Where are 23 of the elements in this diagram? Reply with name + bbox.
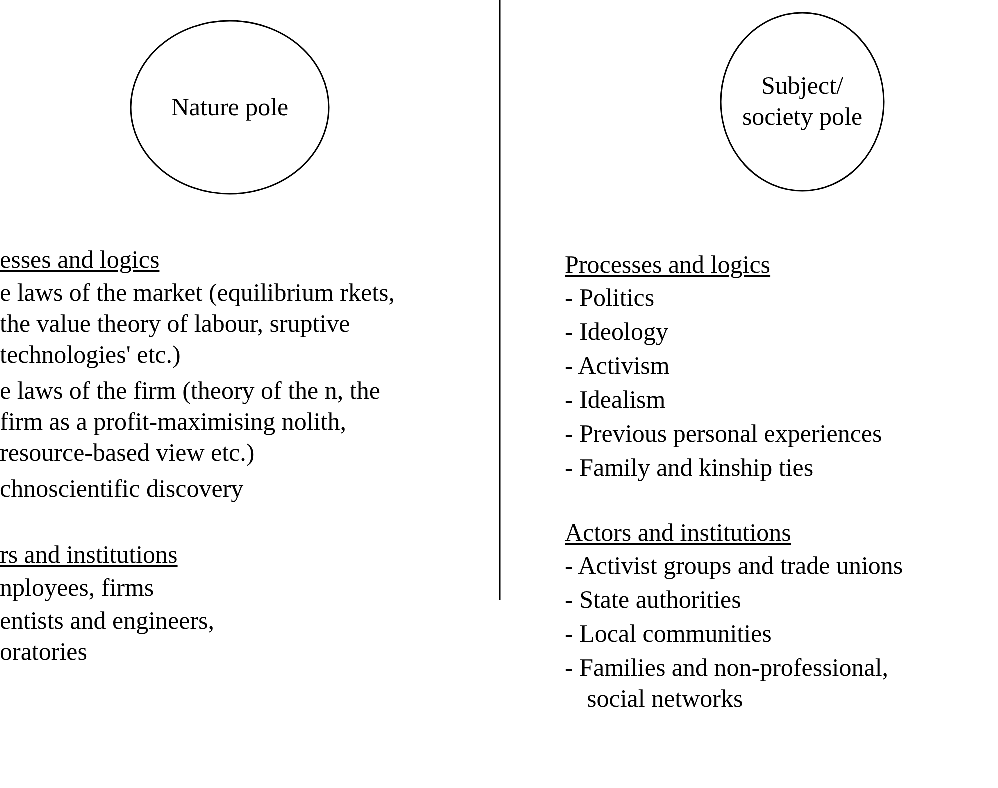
list-item: - Activist groups and trade unions: [565, 552, 904, 582]
list-item: - Politics: [565, 284, 656, 314]
list-item: nployees, firms: [0, 574, 156, 604]
list-item: - Local communities: [565, 620, 773, 650]
pole-circle: [720, 12, 885, 192]
section-heading: Actors and institutions: [565, 519, 792, 549]
list-item: - Activism: [565, 352, 671, 382]
section-heading: rs and institutions: [0, 541, 179, 571]
section-heading: Processes and logics: [565, 251, 772, 281]
list-item: chnoscientific discovery: [0, 475, 245, 505]
list-item: - Families and non-professional, social networks: [565, 654, 890, 715]
pole-circle: [130, 20, 330, 195]
list-item: - Ideology: [565, 318, 670, 348]
list-item: - Previous personal experiences: [565, 420, 884, 450]
list-item: e laws of the firm (theory of the n, the firm as a profit-maximising nolith, resource-based view etc.): [0, 377, 382, 469]
list-item: - State authorities: [565, 586, 742, 616]
section-heading: esses and logics: [0, 246, 161, 276]
list-item: e laws of the market (equilibrium rkets, the value theory of labour, sruptive technologies' etc.): [0, 279, 396, 371]
pole-label: Subject/ society pole: [742, 72, 863, 133]
pole-label: Nature pole: [170, 93, 290, 123]
list-item: entists and engineers, oratories: [0, 607, 216, 668]
list-item: - Idealism: [565, 386, 667, 416]
list-item: - Family and kinship ties: [565, 454, 815, 484]
